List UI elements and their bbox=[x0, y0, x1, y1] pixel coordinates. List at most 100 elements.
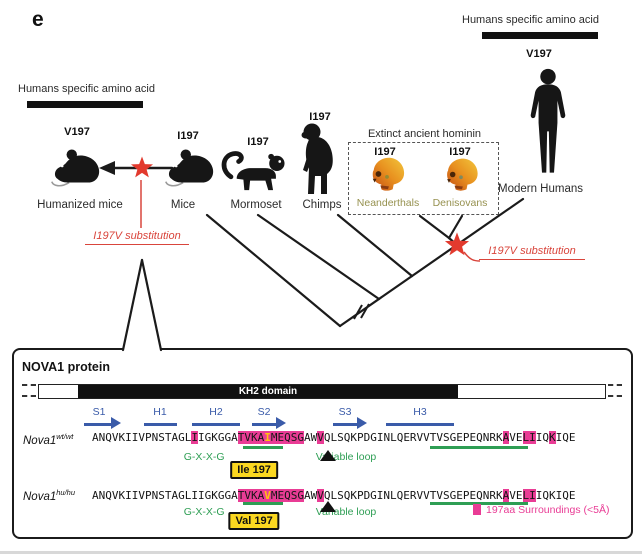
kh2-domain-bar: KH2 domain bbox=[78, 385, 458, 398]
sequence-segment: V bbox=[317, 489, 324, 502]
sequence-segment: IQE bbox=[555, 431, 576, 444]
ss-label-s1: S1 bbox=[92, 406, 106, 418]
marmoset-icon bbox=[221, 151, 285, 191]
gene-name: Nova1 bbox=[23, 490, 57, 503]
ss-label-s3: S3 bbox=[338, 406, 352, 418]
chimp-icon bbox=[301, 123, 333, 194]
sequence-segment: LI bbox=[522, 431, 536, 444]
sequence-segment: VE bbox=[509, 489, 523, 502]
sequence-segment: TVKA bbox=[237, 489, 265, 502]
neanderthals-residue: I197 bbox=[374, 146, 396, 158]
modern-humans-residue: V197 bbox=[526, 48, 552, 60]
protein-title: NOVA1 protein bbox=[22, 360, 110, 374]
branch-mice bbox=[205, 213, 342, 328]
neanderthal-skull-icon bbox=[372, 157, 405, 191]
ss-label-h1: H1 bbox=[153, 406, 167, 418]
variable-loop-underline bbox=[430, 502, 529, 505]
branch-denisovans bbox=[447, 214, 464, 240]
left-annotation-title: Humans specific amino acid bbox=[18, 83, 155, 95]
val197-pointer bbox=[319, 501, 336, 512]
right-annotation-title: Humans specific amino acid bbox=[462, 14, 599, 26]
sequence-segment: VE bbox=[509, 431, 523, 444]
species-label-mice: Mice bbox=[170, 199, 196, 211]
panel-label: e bbox=[32, 8, 44, 31]
allele-superscript: wt/wt bbox=[56, 432, 74, 441]
sequence-segment: MEQSG bbox=[270, 489, 304, 502]
sequence-segment: IGKGGA bbox=[197, 431, 238, 444]
sequence-segment: K bbox=[549, 431, 556, 444]
substitution-label-right: I197V substitution bbox=[479, 245, 585, 260]
ss-label-s2: S2 bbox=[257, 406, 271, 418]
humanized-mice-residue: V197 bbox=[64, 126, 90, 138]
left-annotation-bar bbox=[27, 101, 143, 108]
val197-box: Val 197 bbox=[228, 512, 280, 530]
species-label-modern-humans: Modern Humans bbox=[498, 183, 584, 195]
callout-right-edge bbox=[140, 258, 163, 352]
mouse-icon bbox=[51, 149, 100, 187]
species-label-chimps: Chimps bbox=[302, 199, 342, 211]
sequence-segment: AW bbox=[303, 431, 318, 444]
branch-neanderthals bbox=[418, 214, 451, 240]
callout-mask bbox=[122, 260, 162, 352]
helix-h1-line bbox=[144, 423, 177, 426]
branch-break-mark bbox=[360, 303, 370, 319]
figure-bottom-edge bbox=[0, 551, 642, 554]
substitution-leader-right bbox=[463, 251, 481, 262]
sequence-row-wt: ANQVKIIVPNSTAGLIIGKGGATVKAIMEQSGAWVQLSQK… bbox=[92, 431, 576, 444]
strand-s3-arrowhead bbox=[357, 417, 367, 429]
sequence-segment: AW bbox=[303, 489, 318, 502]
sequence-segment: MEQSG bbox=[270, 431, 304, 444]
substitution-star-left bbox=[130, 156, 154, 178]
substitution-star-right bbox=[444, 232, 470, 256]
strand-s2-arrowhead bbox=[276, 417, 286, 429]
strand-s1-line bbox=[84, 423, 111, 426]
sequence-segment: I bbox=[191, 431, 198, 444]
species-label-humanized-mice: Humanized mice bbox=[37, 199, 123, 211]
sequence-segment: A bbox=[502, 431, 510, 444]
helix-h2-line bbox=[192, 423, 240, 426]
species-label-marmoset: Mormoset bbox=[230, 199, 282, 211]
protein-bar-right-dashes bbox=[608, 384, 622, 397]
sequence-segment: V bbox=[264, 489, 271, 502]
mice-residue: I197 bbox=[177, 130, 199, 142]
sequence-segment: ANQVKIIVPNSTAGL bbox=[92, 431, 192, 444]
branch-hominin-join bbox=[447, 236, 459, 247]
sequence-segment: I bbox=[264, 431, 271, 444]
human-icon bbox=[530, 68, 566, 173]
sequence-segment: QLSQKPDGINLQERVVTVSGEPEQNRK bbox=[323, 431, 503, 444]
protein-bar-left-dashes bbox=[22, 384, 36, 397]
ile197-pointer bbox=[319, 450, 336, 461]
denisovan-skull-icon bbox=[447, 158, 478, 191]
sequence-segment: TVKA bbox=[237, 431, 265, 444]
protein-bar: KH2 domain bbox=[38, 384, 606, 399]
variable-loop-underline bbox=[430, 446, 529, 449]
legend-label: 197aa Surroundings (<5Å) bbox=[486, 504, 610, 516]
legend: 197aa Surroundings (<5Å) bbox=[473, 500, 609, 518]
substitution-label-left: I197V substitution bbox=[85, 230, 189, 245]
sequence-segment: IQ bbox=[535, 431, 550, 444]
gxxg-label: G-X-X-G bbox=[183, 451, 225, 463]
mouse-icon bbox=[165, 149, 214, 187]
right-annotation-bar bbox=[482, 32, 598, 39]
branch-chimps bbox=[336, 213, 414, 278]
kh2-domain-label: KH2 domain bbox=[238, 386, 298, 397]
sequence-segment: V bbox=[317, 431, 324, 444]
branch-break-mark bbox=[353, 304, 363, 320]
sequence-segment: A bbox=[502, 489, 510, 502]
branch-backbone bbox=[338, 197, 525, 328]
gene-name: Nova1 bbox=[23, 434, 57, 447]
gxxg-underline bbox=[243, 502, 284, 505]
denisovans-residue: I197 bbox=[449, 146, 471, 158]
ile197-box: Ile 197 bbox=[230, 461, 278, 479]
species-label-neanderthals: Neanderthals bbox=[356, 197, 420, 209]
strand-s2-line bbox=[252, 423, 276, 426]
marmoset-residue: I197 bbox=[247, 136, 269, 148]
sequence-segment: QLSQKPDGINLQERVVTVSGEPEQNRK bbox=[323, 489, 503, 502]
ss-label-h2: H2 bbox=[209, 406, 223, 418]
chimps-residue: I197 bbox=[309, 111, 331, 123]
hominin-box-title: Extinct ancient hominin bbox=[367, 128, 482, 140]
gxxg-label: G-X-X-G bbox=[183, 506, 225, 518]
sequence-segment: IQKIQE bbox=[535, 489, 576, 502]
magenta-legend-swatch bbox=[473, 504, 481, 515]
